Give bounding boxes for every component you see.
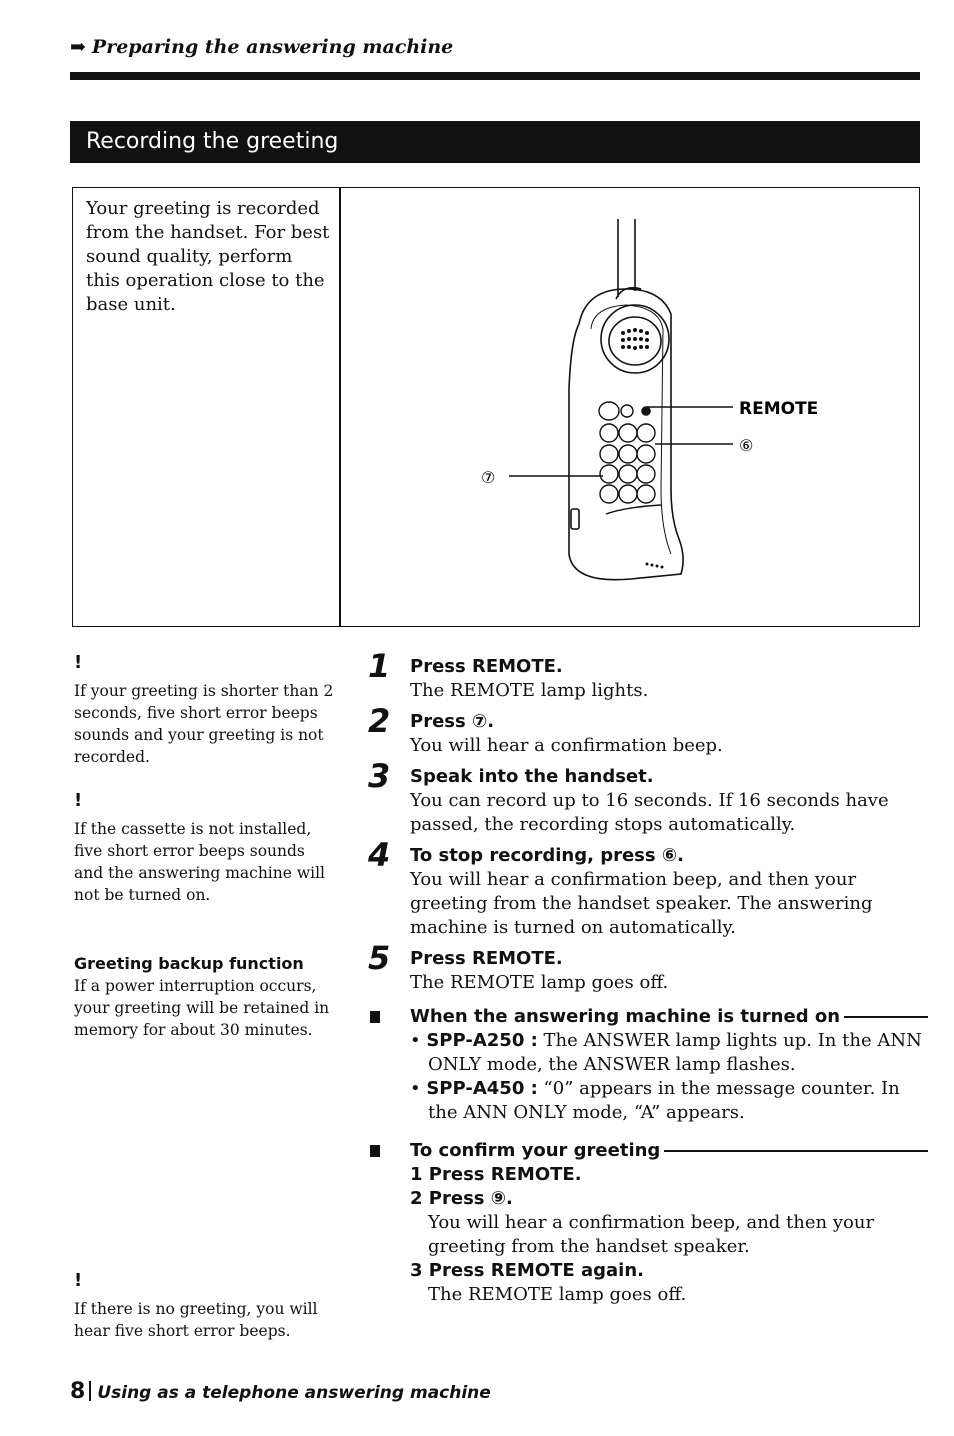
intro-divider — [339, 187, 341, 627]
step: 3 Speak into the handset. You can record… — [368, 757, 928, 837]
caution-icon: ! — [74, 1270, 83, 1291]
arrow-icon: ➡ — [70, 36, 86, 58]
list-item: • SPP-A450 : “0” appears in the message … — [410, 1078, 900, 1123]
intro-box — [72, 187, 920, 627]
confirm-step-body: The REMOTE lamp goes off. — [428, 1284, 687, 1305]
note-short-greeting: ! If your greeting is shorter than 2 sec… — [74, 652, 334, 768]
running-header-title: Preparing the answering machine — [91, 36, 454, 58]
step-body: You can record up to 16 seconds. If 16 s… — [410, 790, 889, 835]
remote-label: REMOTE — [739, 399, 818, 419]
step-body: You will hear a confirmation beep. — [410, 735, 723, 756]
square-bullet-icon — [370, 1011, 380, 1023]
step-body: The REMOTE lamp lights. — [410, 680, 649, 701]
note-no-cassette: ! If the cassette is not installed, five… — [74, 790, 334, 906]
step: 4 To stop recording, press ⑥. You will h… — [368, 836, 928, 940]
note-text: If the cassette is not installed, five s… — [74, 820, 325, 904]
list-item: 3 Press REMOTE again. The REMOTE lamp go… — [410, 1259, 928, 1307]
step-title: Press ⑦. — [410, 711, 495, 732]
step-number: 5 — [368, 939, 391, 977]
list-item: • SPP-A250 : The ANSWER lamp lights up. … — [410, 1030, 922, 1075]
item-text: The ANSWER lamp lights up. In the ANN ON… — [428, 1030, 922, 1075]
step-number: 1 — [368, 647, 391, 685]
when-on-title-text: When the answering machine is turned on — [410, 1006, 841, 1027]
step-title: Press REMOTE. — [410, 948, 563, 969]
note-title: Greeting backup function — [74, 954, 304, 973]
step-number: 3 — [368, 757, 391, 795]
confirm-step-body: You will hear a confirmation beep, and t… — [428, 1212, 875, 1257]
step-title: Press REMOTE. — [410, 656, 563, 677]
confirm-title: To confirm your greeting — [410, 1139, 928, 1163]
note-text: If your greeting is shorter than 2 secon… — [74, 682, 334, 766]
note-text: If there is no greeting, you will hear f… — [74, 1300, 318, 1340]
handset-illustration: REMOTE ⑥ ⑦ — [481, 219, 818, 581]
item-text: “0” appears in the message counter. In t… — [428, 1078, 900, 1123]
square-bullet-icon — [370, 1145, 380, 1157]
running-header: ➡Preparing the answering machine — [70, 36, 453, 58]
footer-title: Using as a telephone answering machine — [97, 1383, 491, 1403]
step-number: 2 — [368, 702, 391, 740]
handset-icon — [509, 219, 733, 581]
key6-label: ⑥ — [739, 436, 753, 455]
caution-icon: ! — [74, 652, 83, 673]
when-on-section: When the answering machine is turned on … — [368, 1005, 928, 1125]
note-text: If a power interruption occurs, your gre… — [74, 977, 330, 1039]
list-item: 2 Press ⑨. You will hear a confirmation … — [410, 1187, 928, 1259]
confirm-section: To confirm your greeting 1 Press REMOTE.… — [368, 1139, 928, 1307]
header-rule — [70, 72, 920, 80]
note-backup: Greeting backup function If a power inte… — [74, 953, 334, 1041]
step: 1 Press REMOTE. The REMOTE lamp lights. — [368, 647, 928, 703]
page-number: 8 — [70, 1379, 86, 1404]
confirm-step-head: 3 Press REMOTE again. — [410, 1260, 644, 1281]
step: 2 Press ⑦. You will hear a confirmation … — [368, 702, 928, 758]
step-title: Speak into the handset. — [410, 766, 654, 787]
section-title: Recording the greeting — [70, 121, 920, 163]
step-title: To stop recording, press ⑥. — [410, 845, 684, 866]
model-name: SPP-A250 : — [426, 1030, 538, 1051]
model-name: SPP-A450 : — [426, 1078, 538, 1099]
caution-icon: ! — [74, 790, 83, 811]
note-no-greeting: ! If there is no greeting, you will hear… — [74, 1270, 334, 1342]
page-footer: 8 Using as a telephone answering machine — [70, 1379, 491, 1404]
confirm-step-head: 1 Press REMOTE. — [410, 1164, 582, 1185]
step-body: You will hear a confirmation beep, and t… — [410, 869, 873, 938]
step: 5 Press REMOTE. The REMOTE lamp goes off… — [368, 939, 928, 995]
key7-label: ⑦ — [481, 468, 495, 487]
when-on-title: When the answering machine is turned on — [410, 1005, 928, 1029]
step-body: The REMOTE lamp goes off. — [410, 972, 669, 993]
confirm-title-text: To confirm your greeting — [410, 1140, 661, 1161]
confirm-step-head: 2 Press ⑨. — [410, 1188, 513, 1209]
title-rule — [664, 1150, 928, 1152]
steps-list: 1 Press REMOTE. The REMOTE lamp lights. … — [368, 647, 928, 1307]
list-item: 1 Press REMOTE. — [410, 1163, 928, 1187]
intro-text: Your greeting is recorded from the hands… — [86, 198, 330, 315]
footer-divider — [89, 1381, 92, 1401]
step-number: 4 — [368, 836, 391, 874]
title-rule — [844, 1016, 928, 1018]
